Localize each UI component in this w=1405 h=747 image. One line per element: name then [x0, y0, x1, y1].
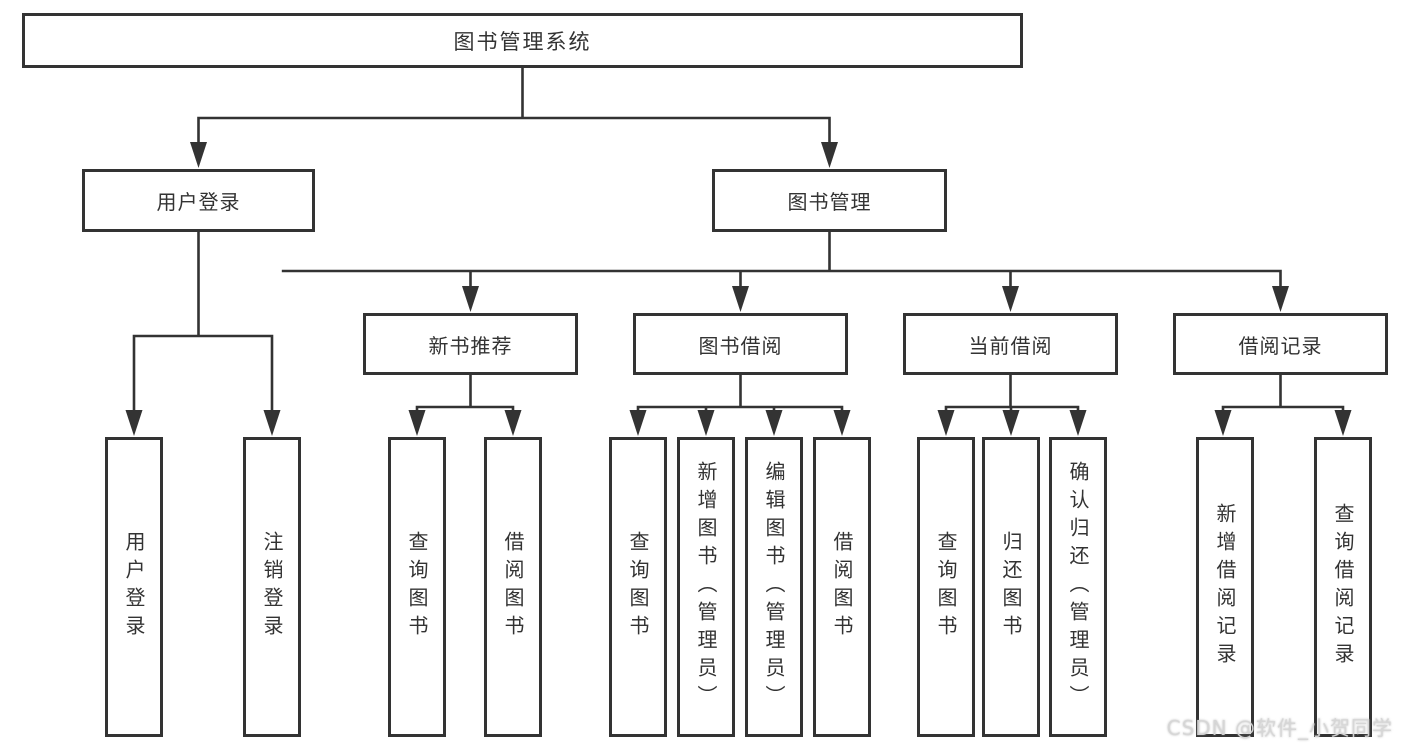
csdn-watermark: CSDN @软件_小贺同学 [1166, 716, 1393, 740]
leaf-current-confirm-admin: 确认归还（管理员） [1049, 437, 1107, 737]
connector-user-login-to-leaves [132, 232, 274, 412]
connector-book-borrow-to-leaves [636, 375, 844, 412]
leaf-newbooks-query-label: 查询图书 [405, 531, 429, 643]
leaf-records-query: 查询借阅记录 [1314, 437, 1372, 737]
node-user-login: 用户登录 [82, 169, 315, 232]
leaf-borrow-query: 查询图书 [609, 437, 667, 737]
leaf-borrow-borrow-label: 借阅图书 [830, 531, 854, 643]
node-root-library-system: 图书管理系统 [22, 13, 1023, 68]
node-borrow-records: 借阅记录 [1173, 313, 1388, 375]
leaf-newbooks-borrow-label: 借阅图书 [501, 531, 525, 643]
leaf-borrow-edit-admin-label: 编辑图书（管理员） [762, 461, 786, 713]
leaf-borrow-add-admin-label: 新增图书（管理员） [694, 461, 718, 713]
node-book-borrow-label: 图书借阅 [698, 333, 783, 358]
leaf-borrow-add-admin: 新增图书（管理员） [677, 437, 735, 737]
leaf-newbooks-query: 查询图书 [388, 437, 446, 737]
connector-root-to-level2 [197, 68, 831, 146]
node-current-borrow: 当前借阅 [903, 313, 1118, 375]
node-current-borrow-label: 当前借阅 [968, 333, 1053, 358]
node-new-book-recommend-label: 新书推荐 [428, 333, 513, 358]
node-root-label: 图书管理系统 [453, 29, 592, 54]
leaf-borrow-query-label: 查询图书 [626, 531, 650, 643]
connector-current-borrow-to-leaves [944, 375, 1080, 412]
connector-new-books-to-leaves [415, 375, 515, 412]
leaf-records-add: 新增借阅记录 [1196, 437, 1254, 737]
leaf-borrow-edit-admin: 编辑图书（管理员） [745, 437, 803, 737]
connector-book-mgmt-to-level3 [281, 232, 1282, 290]
leaf-user-login-label: 用户登录 [122, 531, 146, 643]
leaf-logout: 注销登录 [243, 437, 301, 737]
node-book-management: 图书管理 [712, 169, 947, 232]
arrowheads [125, 142, 1352, 436]
leaf-current-query-label: 查询图书 [934, 531, 958, 643]
leaf-current-return-label: 归还图书 [999, 531, 1023, 643]
node-new-book-recommend: 新书推荐 [363, 313, 578, 375]
leaf-newbooks-borrow: 借阅图书 [484, 437, 542, 737]
node-book-management-label: 图书管理 [787, 190, 872, 214]
node-user-login-label: 用户登录 [156, 190, 241, 214]
leaf-current-query: 查询图书 [917, 437, 975, 737]
leaf-current-confirm-admin-label: 确认归还（管理员） [1066, 461, 1090, 713]
leaf-logout-label: 注销登录 [260, 531, 284, 643]
connector-borrow-records-to-leaves [1221, 375, 1345, 412]
leaf-records-query-label: 查询借阅记录 [1331, 503, 1355, 671]
node-borrow-records-label: 借阅记录 [1238, 333, 1323, 358]
leaf-current-return: 归还图书 [982, 437, 1040, 737]
leaf-borrow-borrow: 借阅图书 [813, 437, 871, 737]
node-book-borrow: 图书借阅 [633, 313, 848, 375]
leaf-user-login: 用户登录 [105, 437, 163, 737]
leaf-records-add-label: 新增借阅记录 [1213, 503, 1237, 671]
